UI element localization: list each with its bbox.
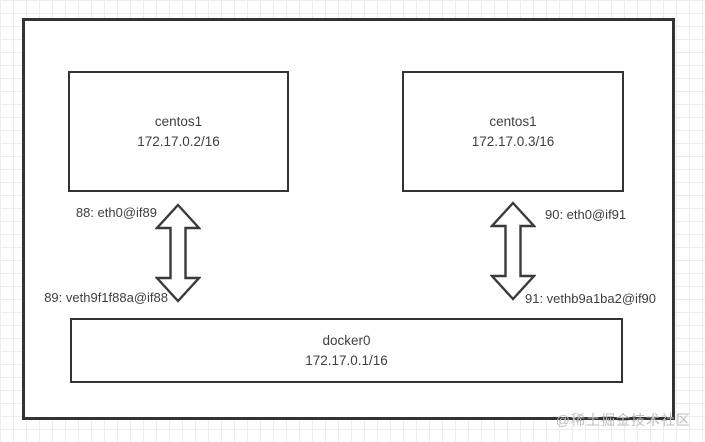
double-arrow-icon-right bbox=[490, 201, 536, 301]
bridge-ip: 172.17.0.1/16 bbox=[305, 352, 388, 368]
container-ip: 172.17.0.2/16 bbox=[137, 133, 220, 149]
container-node-centos1-right: centos1 172.17.0.3/16 bbox=[402, 71, 624, 192]
double-arrow-icon-left bbox=[155, 203, 201, 303]
iface-label-veth9f1f88a: 89: veth9f1f88a@if88 bbox=[44, 290, 168, 305]
container-ip: 172.17.0.3/16 bbox=[471, 133, 555, 149]
iface-label-vethb9a1ba2: 91: vethb9a1ba2@if90 bbox=[525, 291, 657, 306]
iface-label-eth0-if89: 88: eth0@if89 bbox=[75, 205, 157, 220]
iface-label-eth0-if91: 90: eth0@if91 bbox=[545, 207, 627, 222]
container-name: centos1 bbox=[489, 113, 537, 129]
container-node-centos1-left: centos1 172.17.0.2/16 bbox=[68, 71, 289, 192]
juejin-watermark: @稀土掘金技术社区 bbox=[555, 412, 691, 428]
bridge-name: docker0 bbox=[322, 332, 371, 348]
bridge-node-docker0: docker0 172.17.0.1/16 bbox=[70, 318, 623, 383]
container-name: centos1 bbox=[154, 113, 203, 129]
